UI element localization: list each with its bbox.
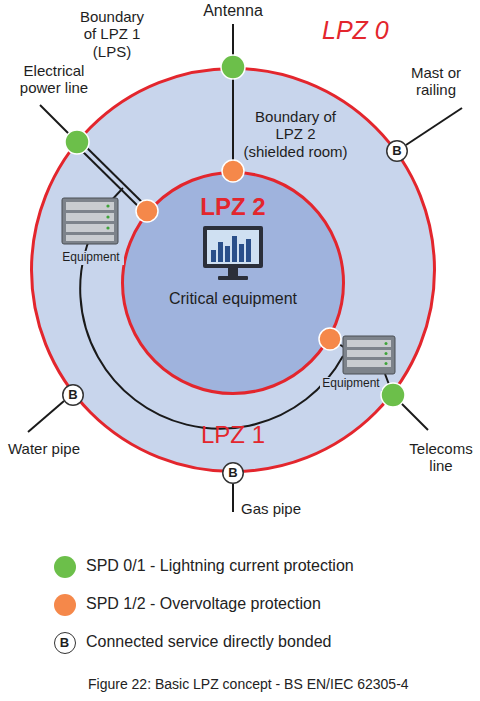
rack-slot	[347, 350, 391, 357]
service-lines	[28, 24, 462, 512]
monitor-stand	[228, 268, 238, 276]
service-label: Mast or railing	[400, 64, 472, 99]
equipment-rack	[343, 336, 395, 374]
bond-letter: B	[55, 633, 74, 652]
bonded-service-marker: B	[222, 462, 244, 484]
bonded-service-marker: B	[62, 384, 84, 406]
gas-pipe-line	[232, 484, 234, 512]
boundary-label: Boundary of LPZ 2 (shielded room)	[243, 108, 348, 160]
rack-slot	[66, 202, 114, 210]
bond-letter: B	[222, 462, 244, 484]
legend-symbol: B	[54, 632, 76, 654]
zone-label: LPZ 2	[121, 193, 345, 221]
rack-led	[385, 342, 388, 345]
service-label: Water pipe	[8, 440, 98, 457]
rack-led	[106, 226, 109, 229]
legend-text: SPD 1/2 - Overvoltage protection	[86, 595, 466, 613]
equipment-label: Equipment	[58, 251, 124, 265]
zone-circle	[387, 141, 408, 162]
spd-lightning-marker	[221, 55, 245, 79]
equipment-label: Equipment	[320, 377, 382, 391]
spd-lightning-marker	[381, 383, 405, 407]
equipment-icon	[62, 198, 118, 244]
bond-letter: B	[62, 384, 84, 406]
lpz1-zone: LPZ 1 LPZ 2 Critical equipment	[30, 67, 436, 473]
equipment-label: Critical equipment	[165, 290, 301, 308]
rack-slot	[347, 360, 391, 367]
spd-lightning-marker	[65, 130, 89, 154]
equipment-icon	[343, 336, 395, 374]
zone-circle	[32, 69, 435, 472]
service-label: Gas pipe	[241, 500, 321, 517]
service-label: Telecoms line	[406, 440, 476, 475]
figure-caption: Figure 22: Basic LPZ concept - BS EN/IEC…	[88, 676, 473, 692]
lpz2-zone: LPZ 2 Critical equipment	[121, 171, 345, 395]
monitor-frame	[203, 226, 263, 268]
monitor-base	[218, 276, 248, 280]
rack-slot	[66, 235, 114, 241]
chart-bar	[232, 236, 237, 262]
monitor-screen	[207, 230, 259, 264]
water-pipe-line	[28, 401, 64, 432]
chart-bar	[218, 242, 223, 262]
rack-led	[385, 352, 388, 355]
legend-swatch	[54, 556, 76, 578]
rack-slot	[347, 340, 391, 347]
zone-outline	[30, 67, 436, 473]
legend-swatch	[54, 594, 76, 616]
chart-bar	[239, 244, 244, 262]
chart-bar	[211, 250, 216, 262]
mast-line	[406, 108, 462, 145]
rack-slot	[66, 224, 114, 232]
spd-overvoltage-marker	[222, 160, 244, 182]
legend-text: Connected service directly bonded	[86, 633, 466, 651]
zone-circle	[63, 385, 84, 406]
spd-overvoltage-marker	[319, 328, 341, 350]
bonded-service-marker: B	[386, 140, 408, 162]
rack-slot	[66, 213, 114, 221]
zone-label: LPZ 0	[322, 16, 402, 45]
bond-letter: B	[386, 140, 408, 162]
service-label: Antenna	[193, 2, 273, 20]
zone-circle	[223, 463, 244, 484]
rack-led	[385, 362, 388, 365]
chart-bar	[225, 246, 230, 262]
rack-led	[106, 215, 109, 218]
legend-text: SPD 0/1 - Lightning current protection	[86, 557, 466, 575]
spd-overvoltage-marker	[136, 200, 158, 222]
rack-led	[106, 204, 109, 207]
service-label: Electrical power line	[8, 62, 100, 97]
zone-label: LPZ 1	[30, 421, 436, 449]
equipment-rack	[62, 198, 118, 244]
boundary-label: Boundary of LPZ 1 (LPS)	[74, 8, 150, 60]
chart-bar	[246, 239, 251, 262]
antenna-line	[232, 24, 234, 171]
